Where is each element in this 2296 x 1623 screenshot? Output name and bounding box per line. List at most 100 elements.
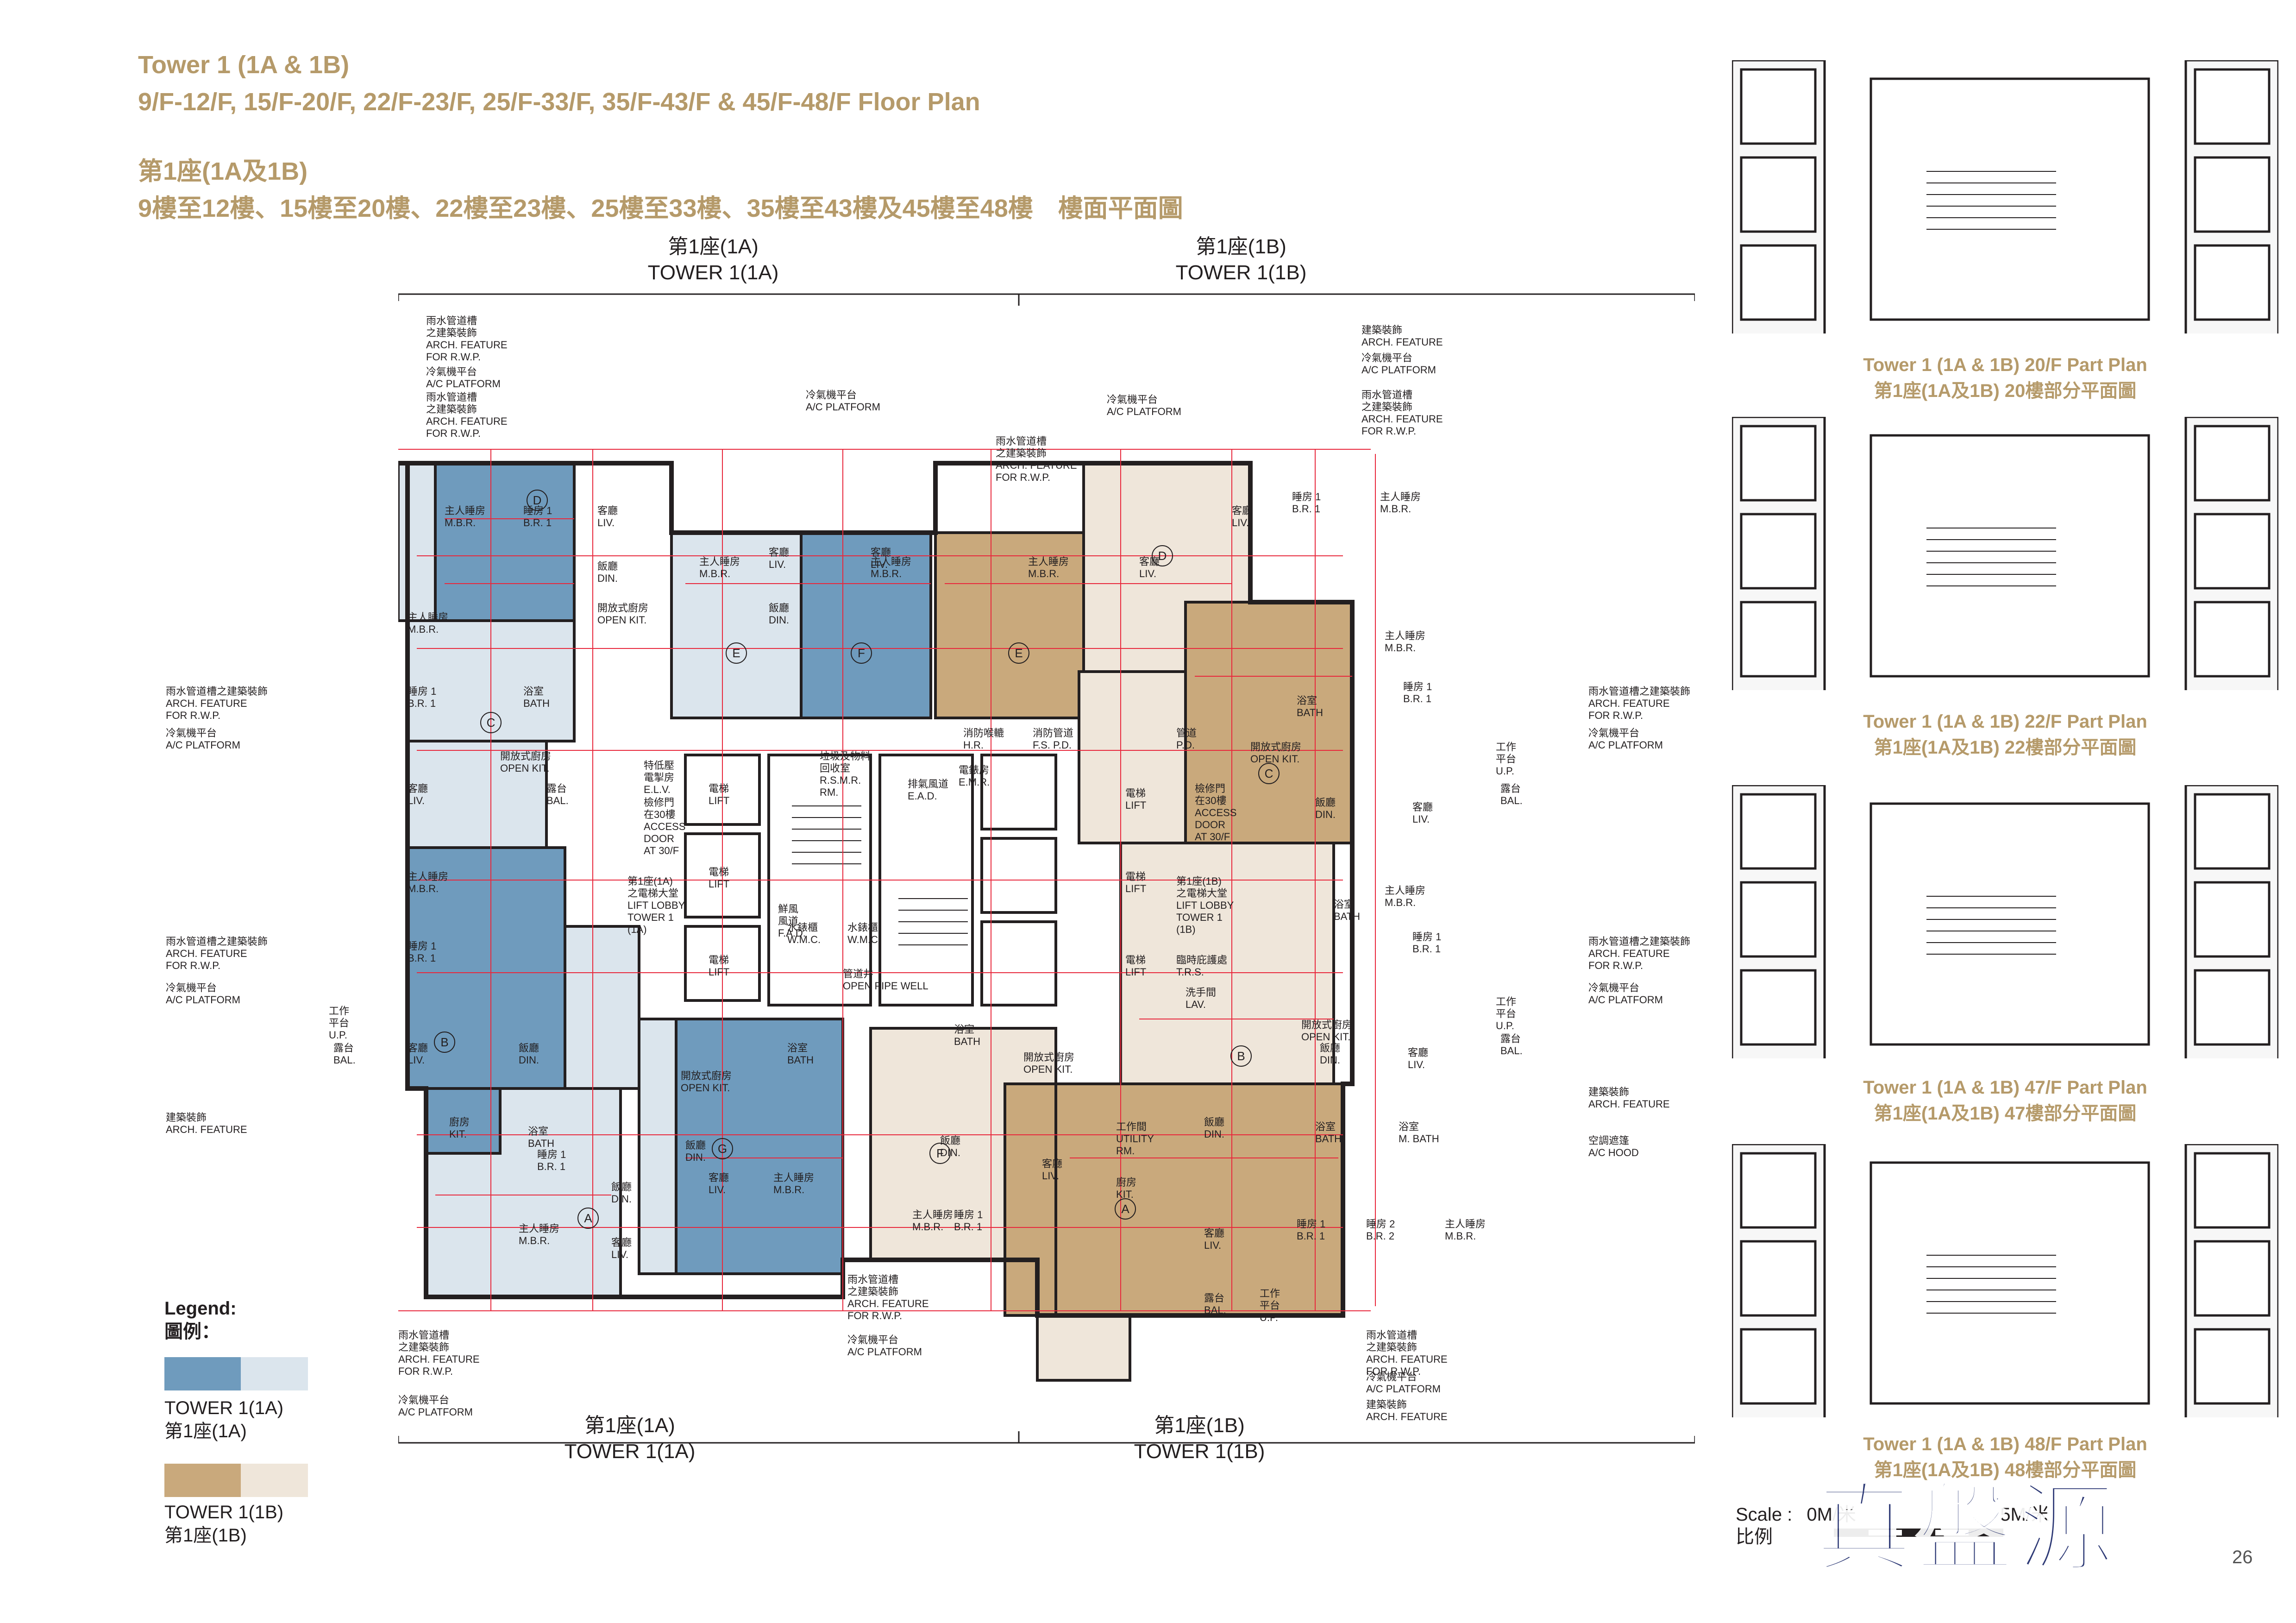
room-open-kit-c-b: 開放式廚房 OPEN KIT.	[1250, 741, 1302, 765]
room-liv-f: 客廳 LIV.	[871, 547, 891, 570]
tower-a-en-bottom: TOWER 1(1A)	[564, 1440, 696, 1463]
room-mbr-d-b: 主人睡房 M.B.R.	[1380, 491, 1421, 515]
room-liv-c-a: 客廳 LIV.	[408, 783, 428, 806]
room-up-b-a: 工作 平台 U.P.	[329, 1005, 350, 1041]
room-din-g-a: 飯廳 DIN.	[685, 1139, 706, 1163]
tower-a-header-top: 第1座(1A) TOWER 1(1A)	[602, 234, 824, 286]
legend-title: Legend: 圖例：	[164, 1297, 237, 1343]
scale-bar-graphic	[1834, 1529, 2003, 1537]
label-ac-hood: 空調遮篷 A/C HOOD	[1588, 1135, 1639, 1158]
room-br1-f-b: 睡房 1 B.R. 1	[954, 1209, 983, 1233]
title-en-line1: Tower 1 (1A & 1B)	[138, 51, 350, 79]
part-plan-48f-zh: 第1座(1A及1B) 48樓部分平面圖	[1874, 1460, 2137, 1480]
tower-b-header-top: 第1座(1B) TOWER 1(1B)	[1130, 234, 1352, 286]
svg-text:G: G	[718, 1142, 727, 1156]
core-lift-3: 電梯 LIFT	[709, 954, 730, 978]
room-open-kit-f-b: 開放式廚房 OPEN KIT.	[1023, 1051, 1075, 1075]
room-liv-d-b: 客廳 LIV.	[1232, 505, 1253, 528]
label-arch-rwp-1: 雨水管道槽 之建築裝飾 ARCH. FEATURE FOR R.W.P.	[426, 315, 508, 363]
tower-b-zh: 第1座(1B)	[1196, 235, 1286, 258]
room-mbr-a-a: 主人睡房 M.B.R.	[519, 1223, 560, 1246]
core-wmc-1: 水錶櫃 W.M.C.	[787, 922, 821, 945]
core-wmc-2: 水錶櫃 W.M.C.	[847, 922, 881, 945]
label-arch-rwp-left-1: 雨水管道槽之建築裝飾 ARCH. FEATURE FOR R.W.P.	[166, 686, 268, 721]
room-utility-a-b: 工作間 UTILITY RM.	[1116, 1121, 1154, 1157]
room-mbr-a-b: 主人睡房 M.B.R.	[1445, 1218, 1486, 1242]
legend-b-zh: 第1座(1B)	[164, 1525, 247, 1546]
core-lift-1: 電梯 LIFT	[709, 783, 730, 806]
core-elv: 特低壓 電掣房 E.L.V.	[644, 760, 675, 795]
core-lift-lobby-b: 第1座(1B) 之電梯大堂 LIFT LOBBY TOWER 1 (1B)	[1176, 875, 1234, 935]
core-lav: 洗手間 LAV.	[1186, 987, 1217, 1010]
room-kit-a-a: 廚房 KIT.	[449, 1116, 470, 1140]
room-open-kit-b-b: 開放式廚房 OPEN KIT.	[1301, 1019, 1353, 1043]
room-bath-c-b: 浴室 BATH	[1297, 695, 1324, 718]
tower-b-zh-bottom: 第1座(1B)	[1154, 1414, 1245, 1437]
room-kit-a-b: 廚房 KIT.	[1116, 1176, 1137, 1200]
unit-c-b	[1184, 601, 1354, 844]
part-plan-20f-caption: Tower 1 (1A & 1B) 20/F Part Plan 第1座(1A及…	[1713, 352, 2296, 404]
room-liv-c-b: 客廳 LIV.	[1412, 801, 1433, 825]
room-open-kit-d: 開放式廚房 OPEN KIT.	[597, 602, 649, 626]
svg-text:E: E	[1015, 646, 1023, 660]
room-din-b-b: 飯廳 DIN.	[1320, 1042, 1341, 1066]
label-arch-rwp-bottom-2: 雨水管道槽 之建築裝飾 ARCH. FEATURE FOR R.W.P.	[847, 1274, 929, 1321]
tower-b-en-bottom: TOWER 1(1B)	[1134, 1440, 1265, 1463]
core-lift-4: 電梯 LIFT	[1125, 787, 1147, 811]
part-plan-22f	[1732, 417, 2278, 690]
room-br2-a-b: 睡房 2 B.R. 2	[1366, 1218, 1395, 1242]
label-arch-rwp-bottom-1: 雨水管道槽 之建築裝飾 ARCH. FEATURE FOR R.W.P.	[398, 1329, 480, 1377]
room-bal-a-b: 露台 BAL.	[1204, 1292, 1226, 1316]
core-fspd: 消防管道 F.S. P.D.	[1033, 727, 1074, 751]
room-bath-f-b: 浴室 BATH	[954, 1024, 981, 1047]
room-open-kit-c-a: 開放式廚房 OPEN KIT.	[500, 750, 552, 774]
dimension-lines	[398, 449, 1376, 1311]
svg-text:B: B	[1237, 1049, 1245, 1063]
legend-title-en: Legend:	[164, 1298, 237, 1319]
label-arch-feature-top: 建築裝飾 ARCH. FEATURE	[1361, 324, 1443, 348]
room-liv-g-a: 客廳 LIV.	[709, 1172, 729, 1195]
label-arch-rwp-right-2: 雨水管道槽之建築裝飾 ARCH. FEATURE FOR R.W.P.	[1588, 936, 1691, 971]
room-din-a-a: 飯廳 DIN.	[611, 1181, 632, 1205]
outer-walls	[398, 461, 1355, 1318]
legend-swatch-a-light	[241, 1357, 308, 1390]
label-ac-platform-right-2: 冷氣機平台 A/C PLATFORM	[1588, 982, 1663, 1006]
room-din-a-b: 飯廳 DIN.	[1204, 1116, 1225, 1140]
room-bath-c-a: 浴室 BATH	[523, 686, 550, 709]
label-ac-platform-bottom-3: 冷氣機平台 A/C PLATFORM	[1366, 1371, 1441, 1395]
room-mbr-b-a: 主人睡房 M.B.R.	[408, 871, 449, 894]
part-plan-48f-en: Tower 1 (1A & 1B) 48/F Part Plan	[1863, 1434, 2147, 1454]
svg-text:F: F	[858, 646, 865, 660]
core-lift-6: 電梯 LIFT	[1125, 954, 1147, 978]
label-ac-platform-left-2: 冷氣機平台 A/C PLATFORM	[166, 982, 240, 1006]
label-arch-rwp-2: 雨水管道槽 之建築裝飾 ARCH. FEATURE FOR R.W.P.	[426, 391, 508, 439]
unit-a-b	[1054, 1082, 1344, 1317]
tower-a-en: TOWER 1(1A)	[647, 261, 779, 284]
label-ac-platform-1: 冷氣機平台 A/C PLATFORM	[426, 366, 501, 390]
unit-a-dark	[425, 1087, 502, 1155]
svg-text:A: A	[584, 1211, 592, 1225]
room-mbr-d-a2: 主人睡房 M.B.R.	[408, 611, 449, 635]
room-br1-b-a: 睡房 1 B.R. 1	[408, 940, 437, 964]
core-access-door-a: 檢修門 在30樓 ACCESS DOOR AT 30/F	[644, 797, 686, 856]
unit-d-a-light	[398, 462, 437, 622]
scale-end: 5M/米	[2000, 1504, 2050, 1525]
part-plan-47f	[1732, 785, 2278, 1058]
room-br1-c-a: 睡房 1 B.R. 1	[408, 686, 437, 709]
core-trs: 臨時庇護處 T.R.S.	[1176, 954, 1228, 978]
room-bath-a-a: 浴室 BATH	[528, 1126, 555, 1149]
legend-swatch-b-dark	[164, 1464, 241, 1497]
part-plan-22f-en: Tower 1 (1A & 1B) 22/F Part Plan	[1863, 711, 2147, 732]
label-arch-rwp-mid: 雨水管道槽 之建築裝飾 ARCH. FEATURE FOR R.W.P.	[996, 435, 1077, 483]
core-lift-5: 電梯 LIFT	[1125, 871, 1147, 894]
part-plan-20f-en: Tower 1 (1A & 1B) 20/F Part Plan	[1863, 355, 2147, 375]
legend-swatch-a-dark	[164, 1357, 241, 1390]
room-liv-e-b: 客廳 LIV.	[1139, 556, 1160, 579]
tower-a-header-bottom: 第1座(1A) TOWER 1(1A)	[519, 1413, 741, 1465]
label-ac-platform-bottom-2: 冷氣機平台 A/C PLATFORM	[847, 1334, 922, 1358]
svg-text:D: D	[533, 493, 542, 507]
tower-bracket-lines	[398, 293, 1695, 1444]
unit-b-b	[1119, 842, 1335, 1085]
legend-a-en: TOWER 1(1A)	[164, 1398, 284, 1418]
